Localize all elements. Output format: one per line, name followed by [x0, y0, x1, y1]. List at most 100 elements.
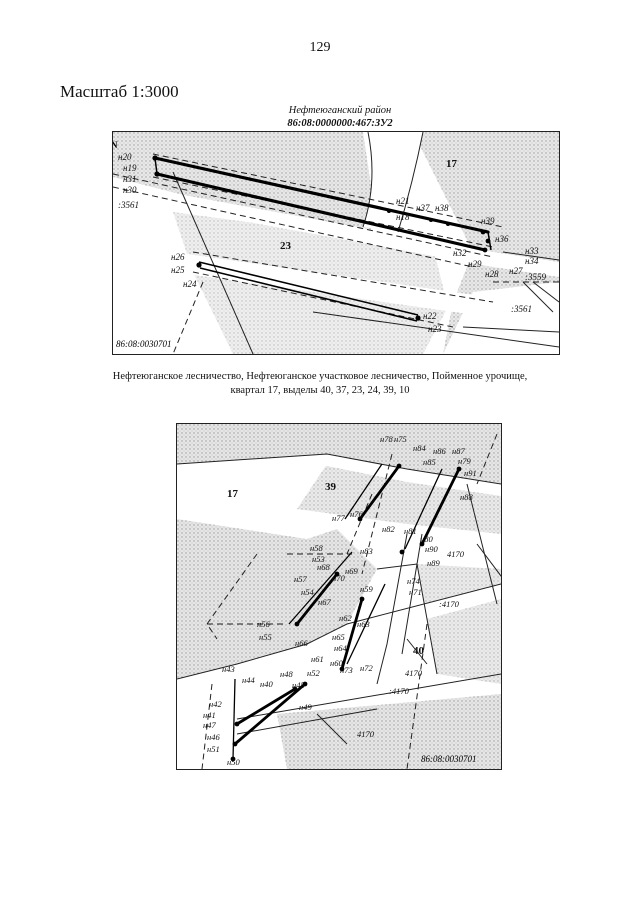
point-label: н32	[453, 248, 467, 258]
point-label: н77	[332, 513, 345, 523]
point-label: н42	[209, 699, 222, 709]
point-label: н58	[310, 543, 323, 553]
parcel-label: 17	[227, 488, 239, 500]
cadastral-ref: :3559	[525, 272, 546, 282]
point-label: н55	[259, 632, 272, 642]
point-label: н62	[339, 613, 352, 623]
point-label: н63	[357, 619, 370, 629]
parcel-label: 17	[446, 158, 458, 170]
north-label: N	[113, 140, 118, 150]
point-label: н72	[360, 663, 373, 673]
point-label: н51	[207, 744, 220, 754]
point-label: н25	[171, 265, 185, 275]
point-label: н48	[280, 669, 293, 679]
point-label: н31	[123, 174, 136, 184]
point-label: н21	[396, 196, 409, 206]
point-label: н37	[416, 203, 430, 213]
point-label: н90	[425, 544, 438, 554]
point-label: н61	[311, 654, 324, 664]
point-label: н91	[464, 468, 477, 478]
map-caption: Нефтеюганское лесничество, Нефтеюганское…	[70, 370, 570, 398]
block-label: 86:08:0030701	[116, 339, 172, 349]
page-number: 129	[309, 40, 331, 55]
point-label: н20	[118, 152, 132, 162]
point-label: н19	[123, 163, 137, 173]
point-label: н44	[242, 675, 255, 685]
point-label: н59	[360, 584, 373, 594]
point-label: н53	[312, 554, 325, 564]
point-label: н38	[435, 203, 449, 213]
point-label: н29	[468, 259, 482, 269]
point-label: н78	[380, 434, 393, 444]
point-label: н41	[203, 710, 216, 720]
point-label: н56	[257, 619, 270, 629]
cadastral-title: 86:08:0000000:467:ЗУ2	[287, 118, 393, 129]
cadastral-ref: 4170	[357, 729, 375, 739]
point-label: н30	[123, 185, 137, 195]
point-label: н54	[301, 587, 314, 597]
map-heading: Нефтеюганский район 86:08:0000000:467:ЗУ…	[200, 104, 480, 130]
point-label: н74	[407, 576, 420, 586]
cadastral-ref: 4170	[405, 668, 423, 678]
point-label: н27	[509, 266, 523, 276]
point-label: н24	[183, 279, 197, 289]
point-label: н34	[525, 256, 539, 266]
cadastral-ref: :4170	[439, 599, 460, 609]
cadastral-ref: 4170	[447, 549, 465, 559]
point-label: н23	[428, 324, 442, 334]
point-label: н66	[295, 638, 308, 648]
caption-line: Нефтеюганское лесничество, Нефтеюганское…	[112, 371, 528, 382]
point-label: н81	[404, 526, 417, 536]
point-label: н36	[495, 234, 509, 244]
point-label: н88	[460, 492, 473, 502]
point-label: н69	[345, 566, 358, 576]
scale-label: Масштаб 1:3000	[60, 82, 179, 101]
point-label: н67	[318, 597, 331, 607]
cadastral-ref: :4170	[389, 686, 410, 696]
cadastral-ref: :3561	[118, 200, 139, 210]
parcel-label: 23	[280, 240, 292, 252]
point-label: н26	[171, 252, 185, 262]
point-label: н45	[292, 680, 305, 690]
point-label: н39	[481, 216, 495, 226]
point-label: н60	[330, 658, 343, 668]
point-label: н33	[525, 246, 539, 256]
point-label: н87	[452, 446, 465, 456]
point-label: н46	[207, 732, 220, 742]
parcel-label: 40	[413, 645, 425, 657]
parcel-label: 39	[325, 481, 337, 493]
map-bottom-drawing: н78 н75 н84 н86 н87 н85 н79 н91 н88 н77 …	[177, 424, 501, 769]
map-top: N н20 н19 н31 н30 н21 н18 н37 н38 н39 н3…	[112, 131, 560, 355]
district-name: Нефтеюганский район	[288, 105, 392, 116]
point-label: н22	[423, 311, 437, 321]
point-label: н28	[485, 269, 499, 279]
point-label: н18	[396, 212, 410, 222]
point-label: н57	[294, 574, 307, 584]
point-label: н86	[433, 446, 446, 456]
point-label: н80	[420, 534, 433, 544]
point-label: н76	[350, 509, 363, 519]
point-label: н52	[307, 668, 320, 678]
map-top-drawing: N н20 н19 н31 н30 н21 н18 н37 н38 н39 н3…	[113, 132, 559, 354]
point-label: н70	[332, 573, 345, 583]
point-label: н82	[382, 524, 395, 534]
cadastral-ref: :3561	[511, 304, 532, 314]
point-label: н85	[423, 457, 436, 467]
point-label: н75	[394, 434, 407, 444]
point-label: н68	[317, 562, 330, 572]
point-label: н73	[340, 665, 353, 675]
point-label: н49	[299, 702, 312, 712]
point-label: н83	[360, 546, 373, 556]
point-label: н79	[458, 456, 471, 466]
point-label: н65	[332, 632, 345, 642]
point-label: н40	[260, 679, 273, 689]
point-label: н71	[409, 587, 422, 597]
block-label: 86:08:0030701	[421, 754, 477, 764]
caption-line: квартал 17, выделы 40, 37, 23, 24, 39, 1…	[230, 385, 410, 396]
point-label: н50	[227, 757, 240, 767]
point-label: н89	[427, 558, 440, 568]
map-bottom: н78 н75 н84 н86 н87 н85 н79 н91 н88 н77 …	[176, 423, 502, 770]
point-label: н47	[203, 720, 216, 730]
point-label: н84	[413, 443, 426, 453]
point-label: н43	[222, 664, 235, 674]
